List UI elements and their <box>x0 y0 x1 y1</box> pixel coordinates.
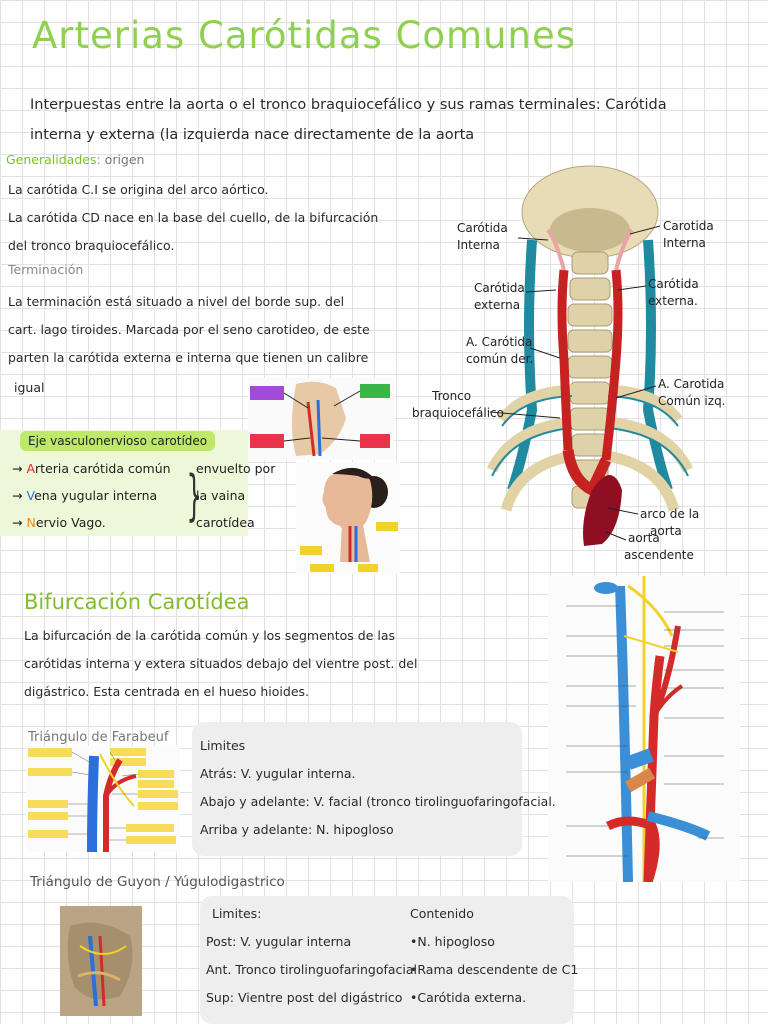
bifurcation-diagram <box>548 576 740 884</box>
farabeuf-limits-title: Limites <box>200 738 246 753</box>
neck-diagram-thumbnail <box>248 378 394 460</box>
farabeuf-heading: Triángulo de Farabeuf <box>28 730 169 745</box>
neck-diagram-illustration <box>250 381 390 457</box>
bifurcation-drawing <box>566 576 724 884</box>
woman-neck-illustration <box>296 462 400 574</box>
generalidades-heading: Generalidades: origen <box>6 152 144 167</box>
farabeuf-diagram <box>26 746 180 853</box>
eje-initial-v: V <box>26 488 35 503</box>
carotid-anatomy-figure <box>472 160 708 560</box>
eje-initial-a: A <box>26 461 36 476</box>
guyon-heading: Triángulo de Guyon / Yúgulodigastrico <box>30 874 285 890</box>
farabeuf-limit-2: Abajo y adelante: V. facial (tronco tiro… <box>200 794 556 809</box>
guyon-content-2: •Rama descendente de C1 <box>410 962 579 977</box>
bifurcacion-heading: Bifurcación Carotídea <box>24 590 250 614</box>
eje-item-text: rteria carótida común <box>35 461 171 476</box>
eje-wrap-3: carotídea <box>196 515 255 530</box>
eje-item-text: ena yugular interna <box>34 488 158 503</box>
guyon-box <box>200 896 574 1024</box>
guyon-photo <box>60 906 142 1016</box>
page-title: Arterias Carótidas Comunes <box>32 14 576 57</box>
label-aorta-ascendente: aorta ascendente <box>624 531 694 562</box>
terminacion-line-4: igual <box>14 380 45 395</box>
intro-line-2: interna y externa (la izquierda nace dir… <box>30 127 475 143</box>
bifurcacion-line-3: digástrico. Esta centrada en el hueso hi… <box>24 684 309 699</box>
eje-item-text: ervio Vago. <box>35 515 106 530</box>
guyon-limit-1: Post: V. yugular interna <box>206 934 352 949</box>
farabeuf-limit-3: Arriba y adelante: N. hipogloso <box>200 822 394 837</box>
eje-initial-n: N <box>26 515 36 530</box>
woman-profile-drawing <box>300 467 398 572</box>
curly-brace: } <box>186 464 202 527</box>
bifurcacion-line-2: carótidas interna y extera situados deba… <box>24 656 418 671</box>
label-carotida-externa-right: Carótida externa. <box>648 277 699 308</box>
guyon-dissection-drawing <box>60 906 142 1016</box>
label-tronco-braquiocefalico: Tronco braquiocefálico <box>412 389 504 420</box>
eje-wrap-2: la vaina <box>196 488 246 503</box>
intro-line-1: Interpuestas entre la aorta o el tronco … <box>30 97 667 113</box>
label-carotida-comun-der: A. Carótida común der. <box>466 335 534 366</box>
arrow: → <box>12 488 23 503</box>
generalidades-line-2: La carótida CD nace en la base del cuell… <box>8 210 379 225</box>
generalidades-line-1: La carótida C.I se origina del arco aórt… <box>8 182 269 197</box>
eje-item-arteria: → Arteria carótida común <box>12 458 171 480</box>
terminacion-line-2: cart. lago tiroides. Marcada por el seno… <box>8 322 370 337</box>
generalidades-line-3: del tronco braquiocefálico. <box>8 238 175 253</box>
guyon-content-1: •N. hipogloso <box>410 934 495 949</box>
eje-wrap-1: envuelto por <box>196 461 276 476</box>
generalidades-label: Generalidades: <box>6 152 101 167</box>
carotid-skeleton-drawing <box>487 165 693 546</box>
farabeuf-limits-box <box>192 722 522 856</box>
arrow: → <box>12 515 23 530</box>
guyon-limit-3: Sup: Vientre post del digástrico <box>206 990 403 1005</box>
farabeuf-limit-1: Atrás: V. yugular interna. <box>200 766 356 781</box>
label-carotida-interna-right: Carotida Interna <box>663 219 714 250</box>
label-carotida-externa-left: Carótida externa <box>474 281 525 312</box>
terminacion-heading: Terminación <box>8 262 84 277</box>
bifurcacion-line-1: La bifurcación de la carótida común y lo… <box>24 628 396 643</box>
origen-label: origen <box>104 152 145 167</box>
eje-item-nervio: → Nervio Vago. <box>12 512 106 534</box>
eje-item-vena: → Vena yugular interna <box>12 485 157 507</box>
label-arco-aorta: arco de la aorta <box>640 507 700 538</box>
guyon-limit-2: Ant. Tronco tirolinguofaringofacial <box>206 962 418 977</box>
guyon-content-title: Contenido <box>410 906 474 921</box>
arrow: → <box>12 461 23 476</box>
farabeuf-drawing <box>28 748 178 853</box>
label-carotida-interna-left: Carótida Interna <box>457 221 508 252</box>
eje-title: Eje vasculonervioso carotídeo <box>20 431 216 451</box>
terminacion-line-3: parten la carótida externa e interna que… <box>8 350 369 365</box>
guyon-limits-title: Limites: <box>212 906 262 921</box>
guyon-content-3: •Carótida externa. <box>410 990 527 1005</box>
label-carotida-comun-izq: A. Carotida Común izq. <box>658 377 726 408</box>
terminacion-line-1: La terminación está situado a nivel del … <box>8 294 345 309</box>
